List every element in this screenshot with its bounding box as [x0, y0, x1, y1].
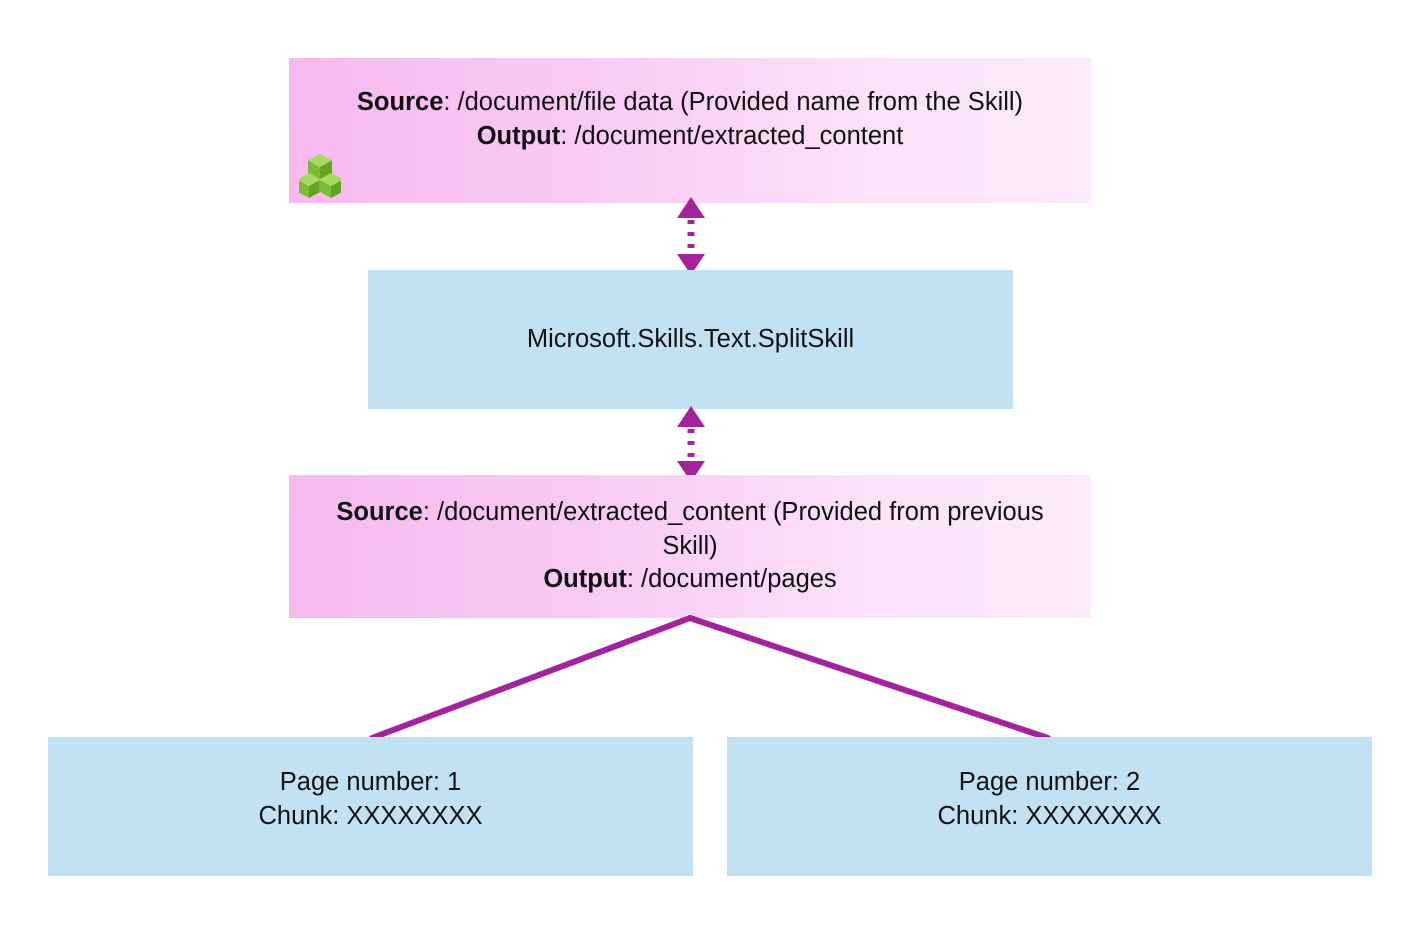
page-chunk-text-2: Page number: 2 Chunk: XXXXXXXX: [727, 766, 1372, 834]
output-output-value: : /document/pages: [626, 565, 837, 594]
input-parameters-text: Source: /document/file data (Provided na…: [289, 86, 1091, 154]
input-parameters-box: Source: /document/file data (Provided na…: [289, 58, 1091, 203]
output-parameters-box: Source: /document/extracted_content (Pro…: [289, 475, 1091, 618]
green-cubes-icon: [297, 153, 343, 199]
page-chunk-text-1: Page number: 1 Chunk: XXXXXXXX: [48, 766, 693, 834]
output-output-label: Output: [543, 565, 627, 594]
page-chunk-box-2: Page number: 2 Chunk: XXXXXXXX: [727, 737, 1372, 876]
output-source-value: : /document/extracted_content (Provided …: [422, 497, 1044, 560]
input-source-value: : /document/file data (Provided name fro…: [443, 87, 1024, 116]
output-source-label: Source: [336, 497, 423, 526]
page-number-1: Page number: 1: [279, 767, 462, 796]
connector-output-to-pages: [340, 605, 1080, 755]
page-number-2: Page number: 2: [958, 767, 1141, 796]
skill-box: Microsoft.Skills.Text.SplitSkill: [368, 270, 1013, 409]
output-parameters-text: Source: /document/extracted_content (Pro…: [289, 496, 1091, 598]
connector-input-to-skill: [655, 193, 727, 279]
input-source-label: Source: [356, 87, 444, 116]
chunk-value-1: Chunk: XXXXXXXX: [258, 801, 483, 830]
page-chunk-box-1: Page number: 1 Chunk: XXXXXXXX: [48, 737, 693, 876]
input-output-value: : /document/extracted_content: [560, 121, 904, 150]
skill-name: Microsoft.Skills.Text.SplitSkill: [526, 324, 855, 353]
connector-skill-to-output: [655, 402, 727, 486]
input-output-label: Output: [476, 121, 561, 150]
chunk-value-2: Chunk: XXXXXXXX: [937, 801, 1162, 830]
